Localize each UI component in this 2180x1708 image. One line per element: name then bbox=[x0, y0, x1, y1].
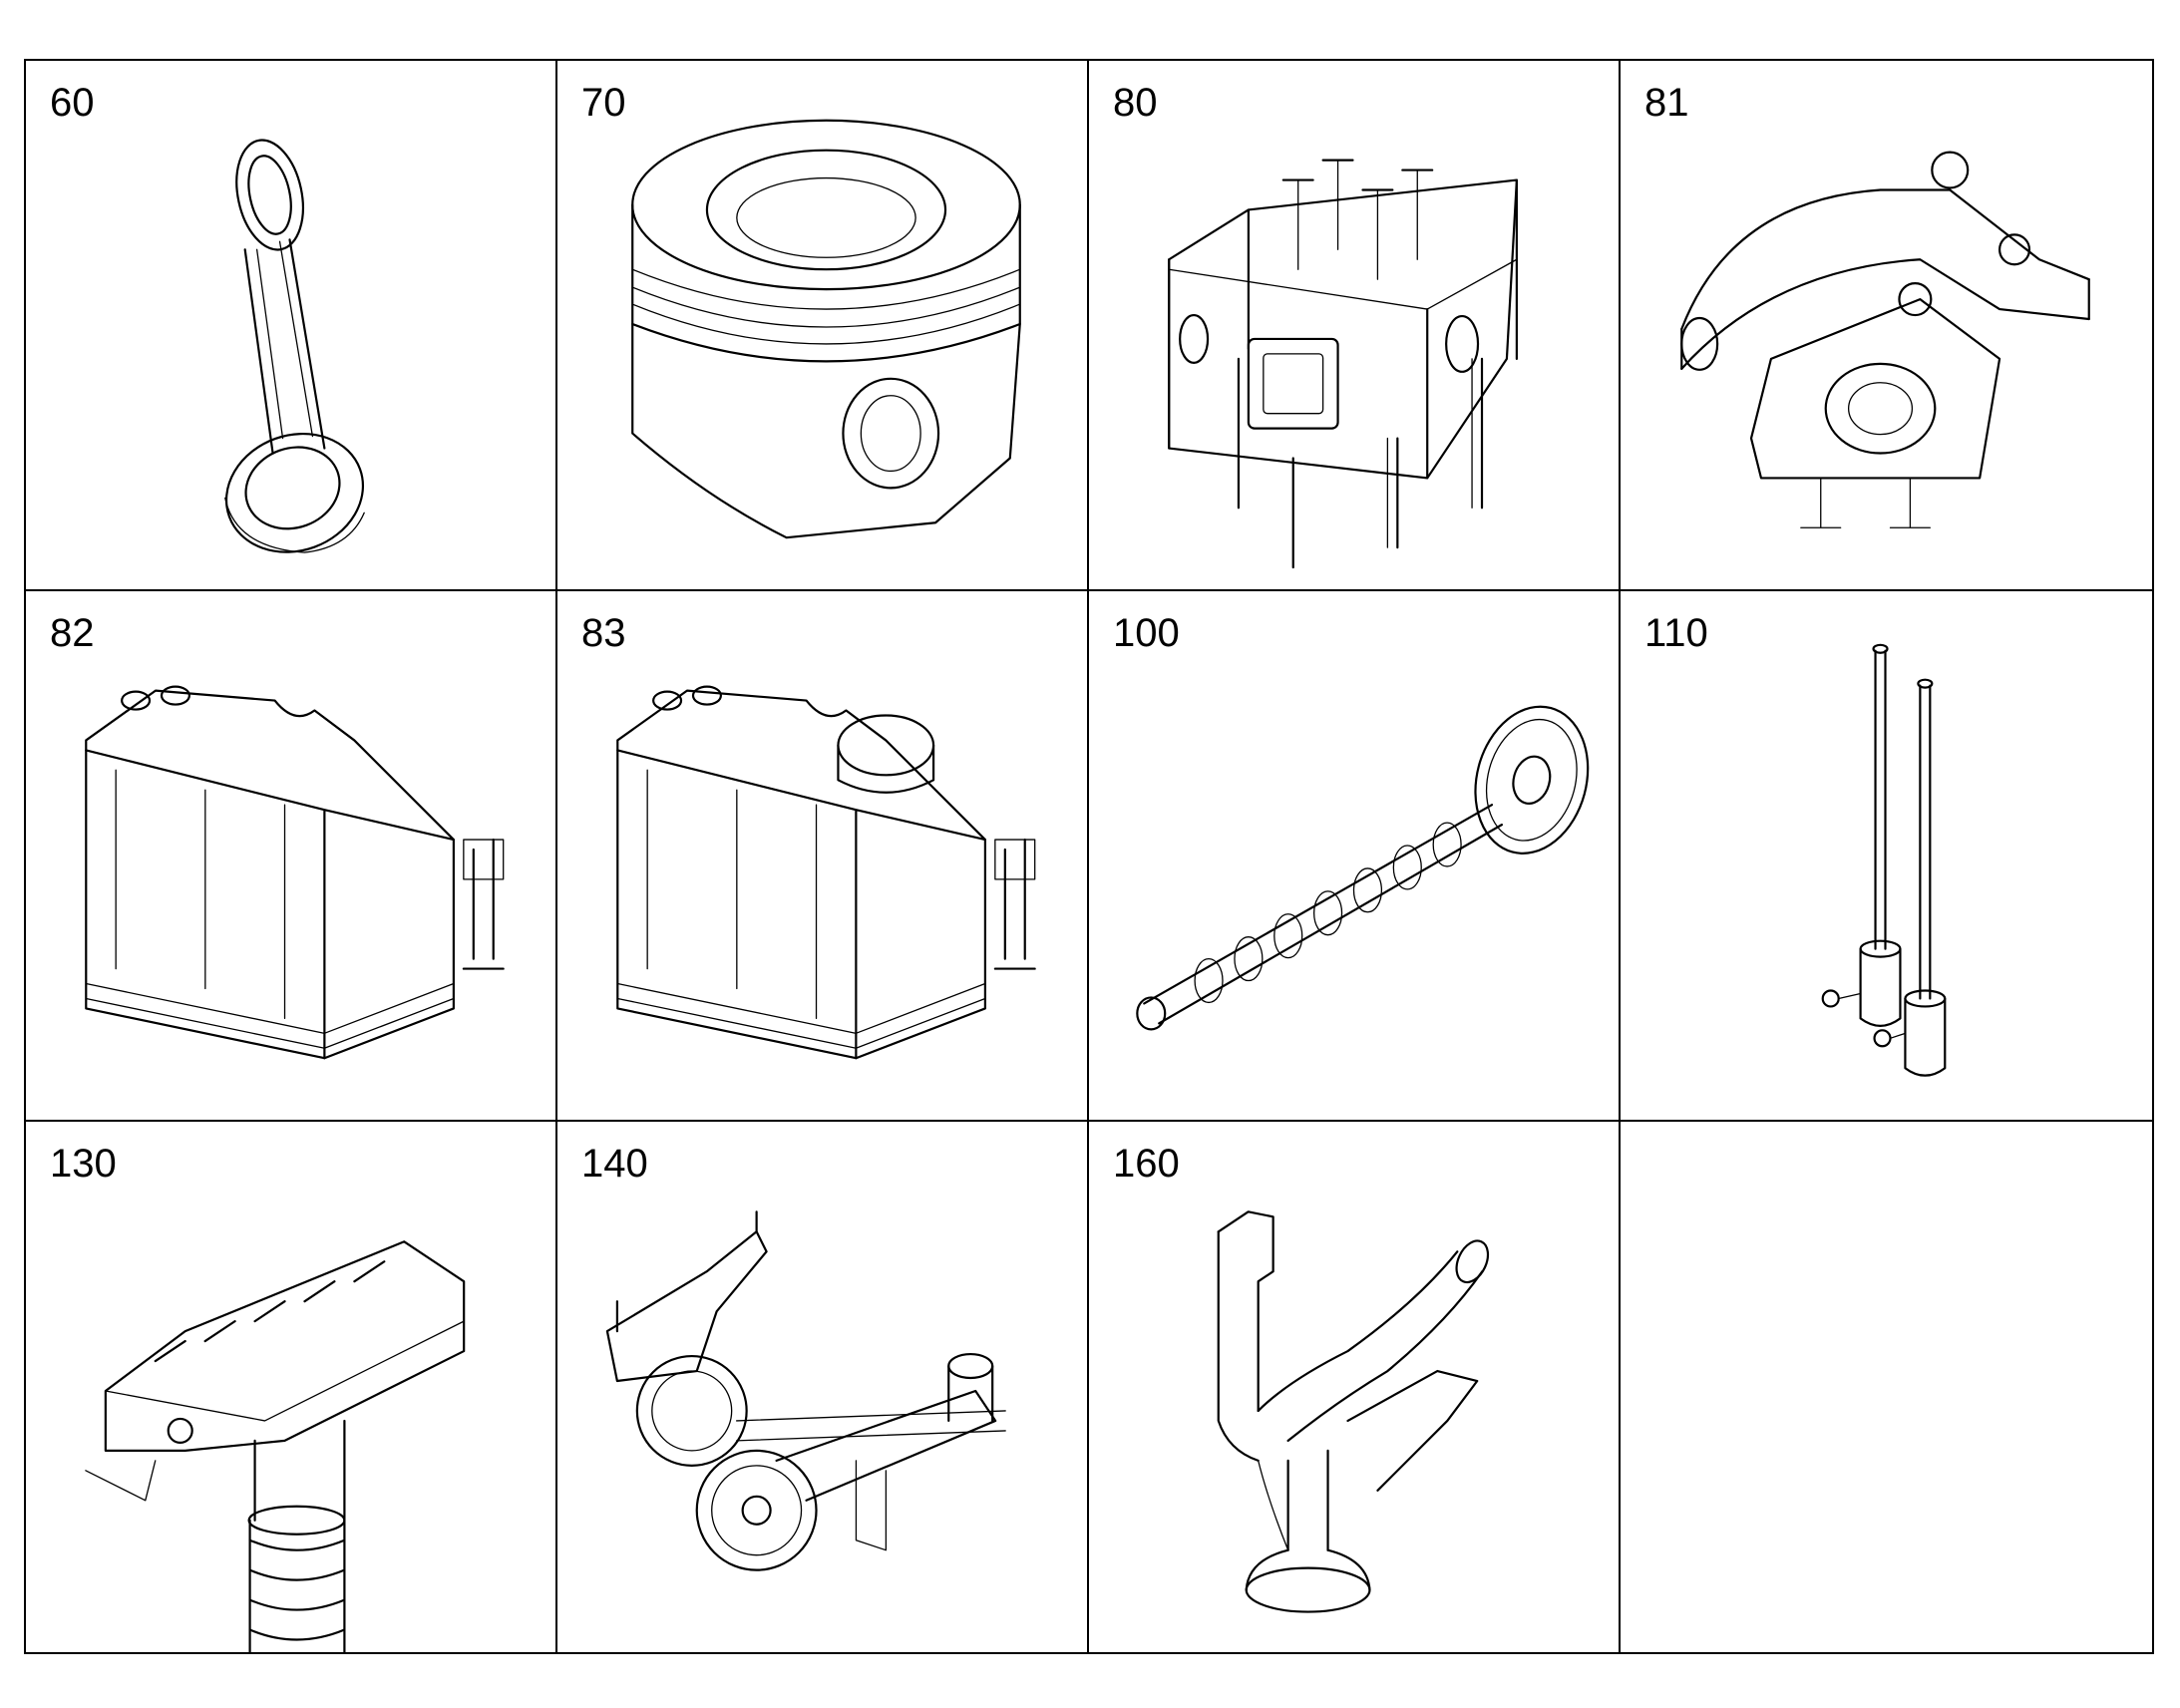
part-number: 70 bbox=[581, 81, 626, 125]
part-number: 80 bbox=[1113, 81, 1158, 125]
part-number: 130 bbox=[50, 1142, 117, 1186]
part-number: 82 bbox=[50, 611, 95, 655]
oil-pump-icon bbox=[605, 1210, 1006, 1571]
oil-suction-pipe-icon bbox=[1217, 1210, 1490, 1613]
part-cell-160[interactable]: 160 bbox=[1089, 1122, 1621, 1652]
part-cell-70[interactable]: 70 bbox=[557, 61, 1089, 591]
part-cell-140[interactable]: 140 bbox=[557, 1122, 1089, 1652]
part-cell-83[interactable]: 83 bbox=[557, 591, 1089, 1122]
part-number: 160 bbox=[1113, 1142, 1180, 1186]
part-cell-130[interactable]: 130 bbox=[26, 1122, 557, 1652]
valve-cover-with-oil-cap-icon bbox=[616, 685, 1036, 1060]
part-number: 81 bbox=[1644, 81, 1689, 125]
part-cell-82[interactable]: 82 bbox=[26, 591, 557, 1122]
rocker-arm-assembly-icon bbox=[1680, 151, 2090, 528]
empty-cell bbox=[1621, 1122, 2152, 1652]
oil-filter-housing-icon bbox=[85, 1240, 466, 1652]
valve-cover-icon bbox=[85, 685, 505, 1060]
part-cell-80[interactable]: 80 bbox=[1089, 61, 1621, 591]
part-cell-60[interactable]: 60 bbox=[26, 61, 557, 591]
parts-grid: 60 70 80 bbox=[24, 59, 2154, 1654]
part-number: 83 bbox=[581, 611, 626, 655]
part-number: 110 bbox=[1644, 611, 1708, 655]
part-number: 60 bbox=[50, 81, 95, 125]
connecting-rod-icon bbox=[224, 139, 365, 553]
part-cell-100[interactable]: 100 bbox=[1089, 591, 1621, 1122]
piston-icon bbox=[631, 119, 1021, 539]
part-cell-81[interactable]: 81 bbox=[1621, 61, 2152, 591]
part-cell-110[interactable]: 110 bbox=[1621, 591, 2152, 1122]
part-number: 140 bbox=[581, 1142, 648, 1186]
camshaft-icon bbox=[1136, 705, 1590, 1031]
cylinder-head-icon bbox=[1168, 159, 1518, 569]
part-number: 100 bbox=[1113, 611, 1180, 655]
push-rods-icon bbox=[1821, 643, 1947, 1077]
